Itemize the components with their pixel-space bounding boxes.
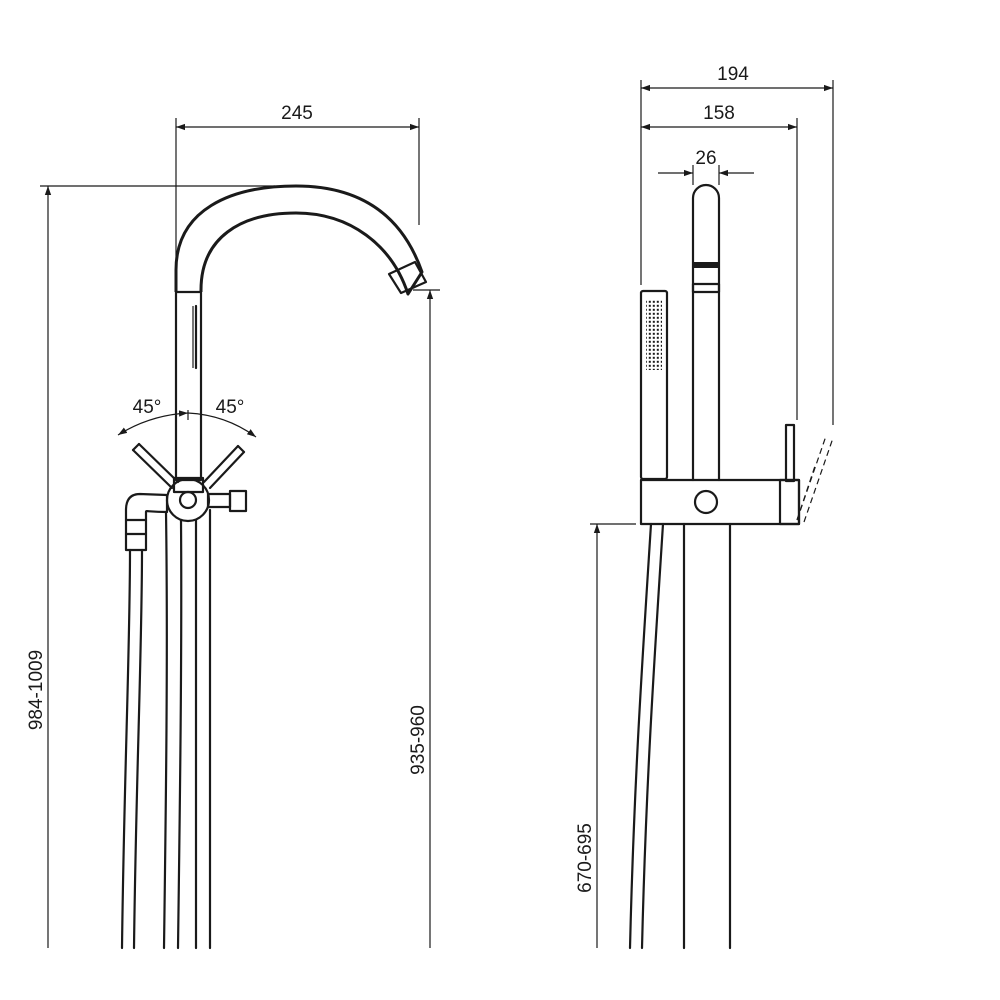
front-spout bbox=[174, 184, 424, 296]
dim-label-984-1009: 984-1009 bbox=[26, 650, 47, 730]
dim-label-26: 26 bbox=[695, 148, 716, 169]
dim-front-width: 245 bbox=[175, 103, 420, 265]
dim-front-spout-height: 935-960 bbox=[408, 289, 440, 948]
side-spout bbox=[691, 183, 721, 482]
side-view: 194 158 26 670-695 bbox=[575, 64, 834, 950]
dim-label-right-45: 45° bbox=[216, 397, 245, 418]
dim-side-spout-diameter: 26 bbox=[658, 148, 754, 185]
hand-shower-nozzles bbox=[646, 300, 662, 370]
dim-front-angles: 45° 45° bbox=[117, 397, 257, 438]
dim-side-depth: 158 bbox=[641, 103, 798, 420]
dim-label-935-960: 935-960 bbox=[408, 705, 429, 775]
dim-label-670-695: 670-695 bbox=[575, 823, 596, 893]
front-hose bbox=[120, 548, 132, 950]
dim-label-left-45: 45° bbox=[133, 397, 162, 418]
dim-side-total-depth: 194 bbox=[640, 64, 834, 425]
hose-elbow bbox=[124, 492, 169, 552]
side-outlet bbox=[693, 489, 719, 515]
side-lever bbox=[784, 423, 796, 483]
side-body-block bbox=[639, 478, 801, 526]
front-view: 245 984-1009 935-960 45° 45° bbox=[26, 103, 440, 950]
dim-front-total-height: 984-1009 bbox=[26, 185, 275, 948]
dim-label-158: 158 bbox=[703, 103, 735, 124]
dim-label-245: 245 bbox=[281, 103, 313, 124]
front-valve-body bbox=[165, 477, 211, 523]
front-column bbox=[174, 290, 203, 482]
side-knob bbox=[228, 489, 248, 513]
side-hose bbox=[628, 522, 653, 950]
spout-aerator bbox=[387, 260, 428, 295]
dim-side-body-height: 670-695 bbox=[575, 523, 636, 948]
dim-label-194: 194 bbox=[717, 64, 749, 85]
